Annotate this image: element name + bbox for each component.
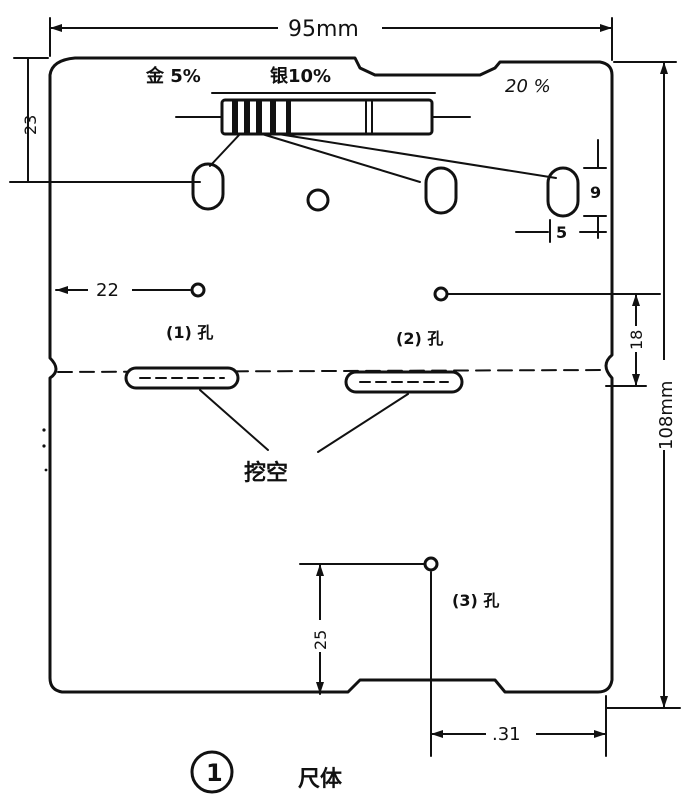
hole-2 (433, 286, 449, 302)
width-label: 95mm (288, 17, 359, 42)
slot-left (191, 162, 225, 211)
band-5 (286, 100, 291, 134)
slot-right (546, 166, 580, 218)
hole-3-label: (3) 孔 (452, 591, 499, 610)
band-3 (256, 100, 262, 134)
figure-number-circle (190, 750, 234, 794)
figure-caption: 尺体 (298, 767, 343, 792)
dim-31-label: .31 (492, 724, 521, 745)
hole-3 (423, 556, 439, 572)
band-1 (232, 100, 238, 134)
slot-width-label: 5 (556, 223, 567, 242)
slot-middle (424, 166, 458, 215)
gold-band-label: 金 5% (145, 65, 201, 87)
tolerance-label: 20 % (505, 76, 551, 97)
dim-18-label: 18 (627, 330, 646, 350)
arrow-left-icon (50, 24, 62, 32)
resistor-body (220, 98, 434, 136)
arrow-right-icon (600, 24, 612, 32)
slot-height-label: 9 (590, 183, 601, 202)
figure-number: 1 (206, 759, 223, 787)
card-outline (48, 56, 614, 694)
hole-2-label: (2) 孔 (396, 329, 443, 348)
band-2 (244, 100, 250, 134)
hole-1 (190, 282, 206, 298)
dim-22-label: 22 (96, 280, 119, 301)
dim-23-label: 23 (21, 115, 40, 135)
cutout-label: 挖空 (244, 460, 288, 486)
height-label: 108mm (656, 381, 677, 450)
center-hole (306, 188, 330, 212)
silver-band-label: 银10% (270, 65, 331, 87)
band-4 (270, 100, 276, 134)
hole-1-label: (1) 孔 (166, 323, 213, 342)
dim-25-label: 25 (311, 630, 330, 650)
cutout-right (344, 370, 464, 394)
